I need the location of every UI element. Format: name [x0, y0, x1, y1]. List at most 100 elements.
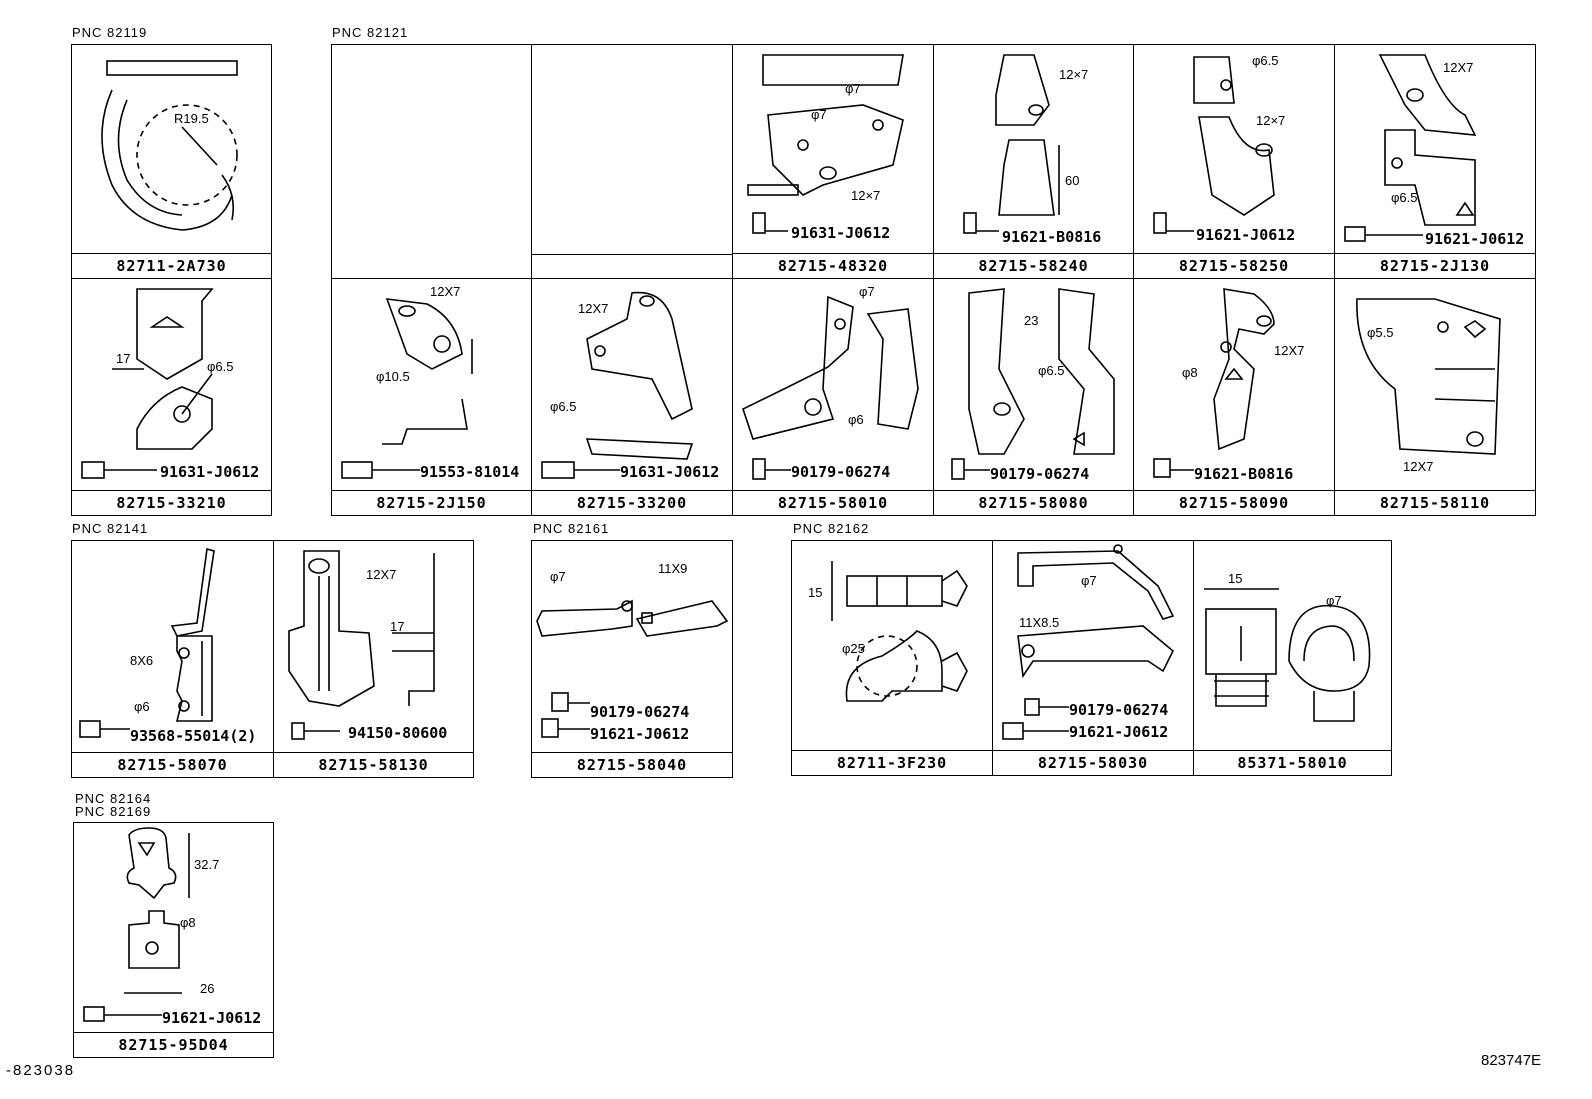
part-number[interactable]: 82715-58080	[934, 490, 1133, 515]
dimension-label: 12X7	[1443, 60, 1474, 75]
bolt-number[interactable]: 94150-80600	[348, 724, 448, 742]
dimension-label: φ6.5	[550, 399, 577, 414]
dimension-label: 12X7	[1403, 459, 1434, 474]
bracket-drawing	[1344, 54, 1477, 242]
part-cell[interactable]: 23 φ6.5 90179-06274 82715-58080	[933, 278, 1134, 516]
part-cell[interactable]: 15 φ7 85371-58010	[1193, 540, 1392, 776]
empty-cell	[331, 44, 532, 279]
bolt-number[interactable]: 90179-06274	[990, 465, 1090, 483]
bolt-number[interactable]: 91631-J0612	[160, 463, 260, 481]
dimension-label: φ6.5	[207, 359, 234, 374]
dimension-label: 15	[808, 585, 823, 600]
part-number[interactable]: 82715-58010	[733, 490, 933, 515]
part-cell[interactable]: φ7 φ6 90179-06274 82715-58010	[732, 278, 934, 516]
bolt-number[interactable]: 91631-J0612	[620, 463, 720, 481]
dimension-label: φ7	[1081, 573, 1097, 588]
dimension-label: φ7	[811, 107, 827, 122]
part-number[interactable]: 85371-58010	[1194, 750, 1391, 775]
part-number[interactable]: 82715-58240	[934, 253, 1133, 278]
diagram-code: -823038	[6, 1062, 76, 1079]
part-cell[interactable]: 32.7 φ8 26 91621-J0612 82715-95D04	[73, 822, 274, 1058]
clamp-drawing	[101, 60, 238, 231]
part-number[interactable]: 82711-3F230	[792, 750, 992, 775]
bracket-drawing	[81, 288, 214, 479]
bolt-number[interactable]: 90179-06274	[590, 703, 690, 721]
part-cell[interactable]: φ5.5 12X7 82715-58110	[1334, 278, 1536, 516]
dimension-label: 12X7	[1274, 343, 1305, 358]
dimension-label: φ10.5	[376, 369, 410, 384]
part-cell[interactable]: φ7 11X8.5 90179-06274 91621-J0612 82715-…	[992, 540, 1194, 776]
pnc-label: PNC 82169	[75, 804, 152, 819]
part-cell[interactable]: R19.5 82711-2A730	[71, 44, 272, 279]
part-cell[interactable]: φ6.5 12×7 91621-J0612 82715-58250	[1133, 44, 1335, 279]
part-number[interactable]: 82715-95D04	[74, 1032, 273, 1057]
dimension-label: φ8	[1182, 365, 1198, 380]
bolt-number[interactable]: 93568-55014(2)	[130, 727, 257, 745]
dimension-label: φ7	[845, 81, 861, 96]
part-cell[interactable]: 12X7 φ6.5 91621-J0612 82715-2J130	[1334, 44, 1536, 279]
dimension-label: φ7	[859, 284, 875, 299]
dimension-label: φ8	[180, 915, 196, 930]
part-number[interactable]: 82715-58040	[532, 752, 732, 777]
part-cell[interactable]: φ7 11X9 90179-06274 91621-J0612 82715-58…	[531, 540, 733, 778]
dimension-label: R19.5	[174, 111, 209, 126]
bracket-drawing	[1002, 544, 1175, 740]
bolt-number[interactable]: 91621-B0816	[1194, 465, 1294, 483]
part-number[interactable]: 82715-2J130	[1335, 253, 1535, 278]
pnc-label: PNC 82141	[72, 521, 149, 536]
dimension-label: 26	[200, 981, 215, 996]
dimension-label: φ25	[842, 641, 865, 656]
part-number[interactable]: 82715-48320	[733, 253, 933, 278]
part-number[interactable]: 82715-2J150	[332, 490, 531, 515]
bolt-number[interactable]: 90179-06274	[1069, 701, 1169, 719]
bolt-number[interactable]: 91621-J0612	[162, 1009, 262, 1027]
bracket-drawing	[963, 54, 1060, 234]
bracket-drawing	[541, 291, 694, 479]
part-cell[interactable]: 12X7 17 94150-80600 82715-58130	[273, 540, 474, 778]
bolt-number[interactable]: 91621-J0612	[590, 725, 690, 743]
bolt-number[interactable]: 91621-J0612	[1069, 723, 1169, 741]
part-cell[interactable]: 12×7 60 91621-B0816 82715-58240	[933, 44, 1134, 279]
bolt-number[interactable]: 90179-06274	[791, 463, 891, 481]
dimension-label: 12×7	[1059, 67, 1089, 82]
bracket-drawing	[1356, 298, 1501, 455]
part-cell[interactable]: 12X7 φ6.5 91631-J0612 82715-33200	[531, 278, 733, 516]
bracket-drawing	[747, 54, 904, 234]
dimension-label: 32.7	[194, 857, 220, 872]
part-cell[interactable]: 17 φ6.5 91631-J0612 82715-33210	[71, 278, 272, 516]
bolt-number[interactable]: 91631-J0612	[791, 224, 891, 242]
illustration-code: 823747E	[1481, 1052, 1542, 1069]
dimension-label: 17	[390, 619, 405, 634]
pnc-label: PNC 82119	[72, 25, 148, 40]
part-number[interactable]: 82715-58250	[1134, 253, 1334, 278]
bracket-drawing	[1153, 288, 1275, 478]
dimension-label: 17	[116, 351, 131, 366]
part-number[interactable]: 82715-33210	[72, 490, 271, 515]
dimension-label: φ6.5	[1252, 53, 1279, 68]
part-cell[interactable]: 12X7 φ10.5 91553-81014 82715-2J150	[331, 278, 532, 516]
dimension-label: 11X8.5	[1019, 615, 1060, 630]
dimension-label: 8X6	[130, 653, 154, 668]
bracket-drawing	[83, 827, 190, 1022]
part-number[interactable]: 82715-58030	[993, 750, 1193, 775]
part-cell[interactable]: 12X7 φ8 91621-B0816 82715-58090	[1133, 278, 1335, 516]
bolt-number[interactable]: 91621-B0816	[1002, 228, 1102, 246]
bracket-drawing	[1153, 56, 1275, 234]
dimension-label: φ7	[1326, 593, 1342, 608]
part-number[interactable]: 82715-58110	[1335, 490, 1535, 515]
clip-drawing	[1204, 588, 1371, 722]
part-cell[interactable]: 15 φ25 82711-3F230	[791, 540, 993, 776]
part-cell[interactable]: φ7 φ7 12×7 91631-J0612 82715-48320	[732, 44, 934, 279]
part-number[interactable]: 82711-2A730	[72, 253, 271, 278]
bolt-number[interactable]: 91621-J0612	[1425, 230, 1525, 248]
dimension-label: 12×7	[851, 188, 881, 203]
dimension-label: 15	[1228, 571, 1243, 586]
part-number[interactable]: 82715-33200	[532, 490, 732, 515]
dimension-label: 60	[1065, 173, 1080, 188]
part-number[interactable]: 82715-58070	[72, 752, 273, 777]
bolt-number[interactable]: 91621-J0612	[1196, 226, 1296, 244]
bolt-number[interactable]: 91553-81014	[420, 463, 520, 481]
part-cell[interactable]: 8X6 φ6 93568-55014(2) 82715-58070	[71, 540, 274, 778]
part-number[interactable]: 82715-58090	[1134, 490, 1334, 515]
part-number[interactable]: 82715-58130	[274, 752, 473, 777]
